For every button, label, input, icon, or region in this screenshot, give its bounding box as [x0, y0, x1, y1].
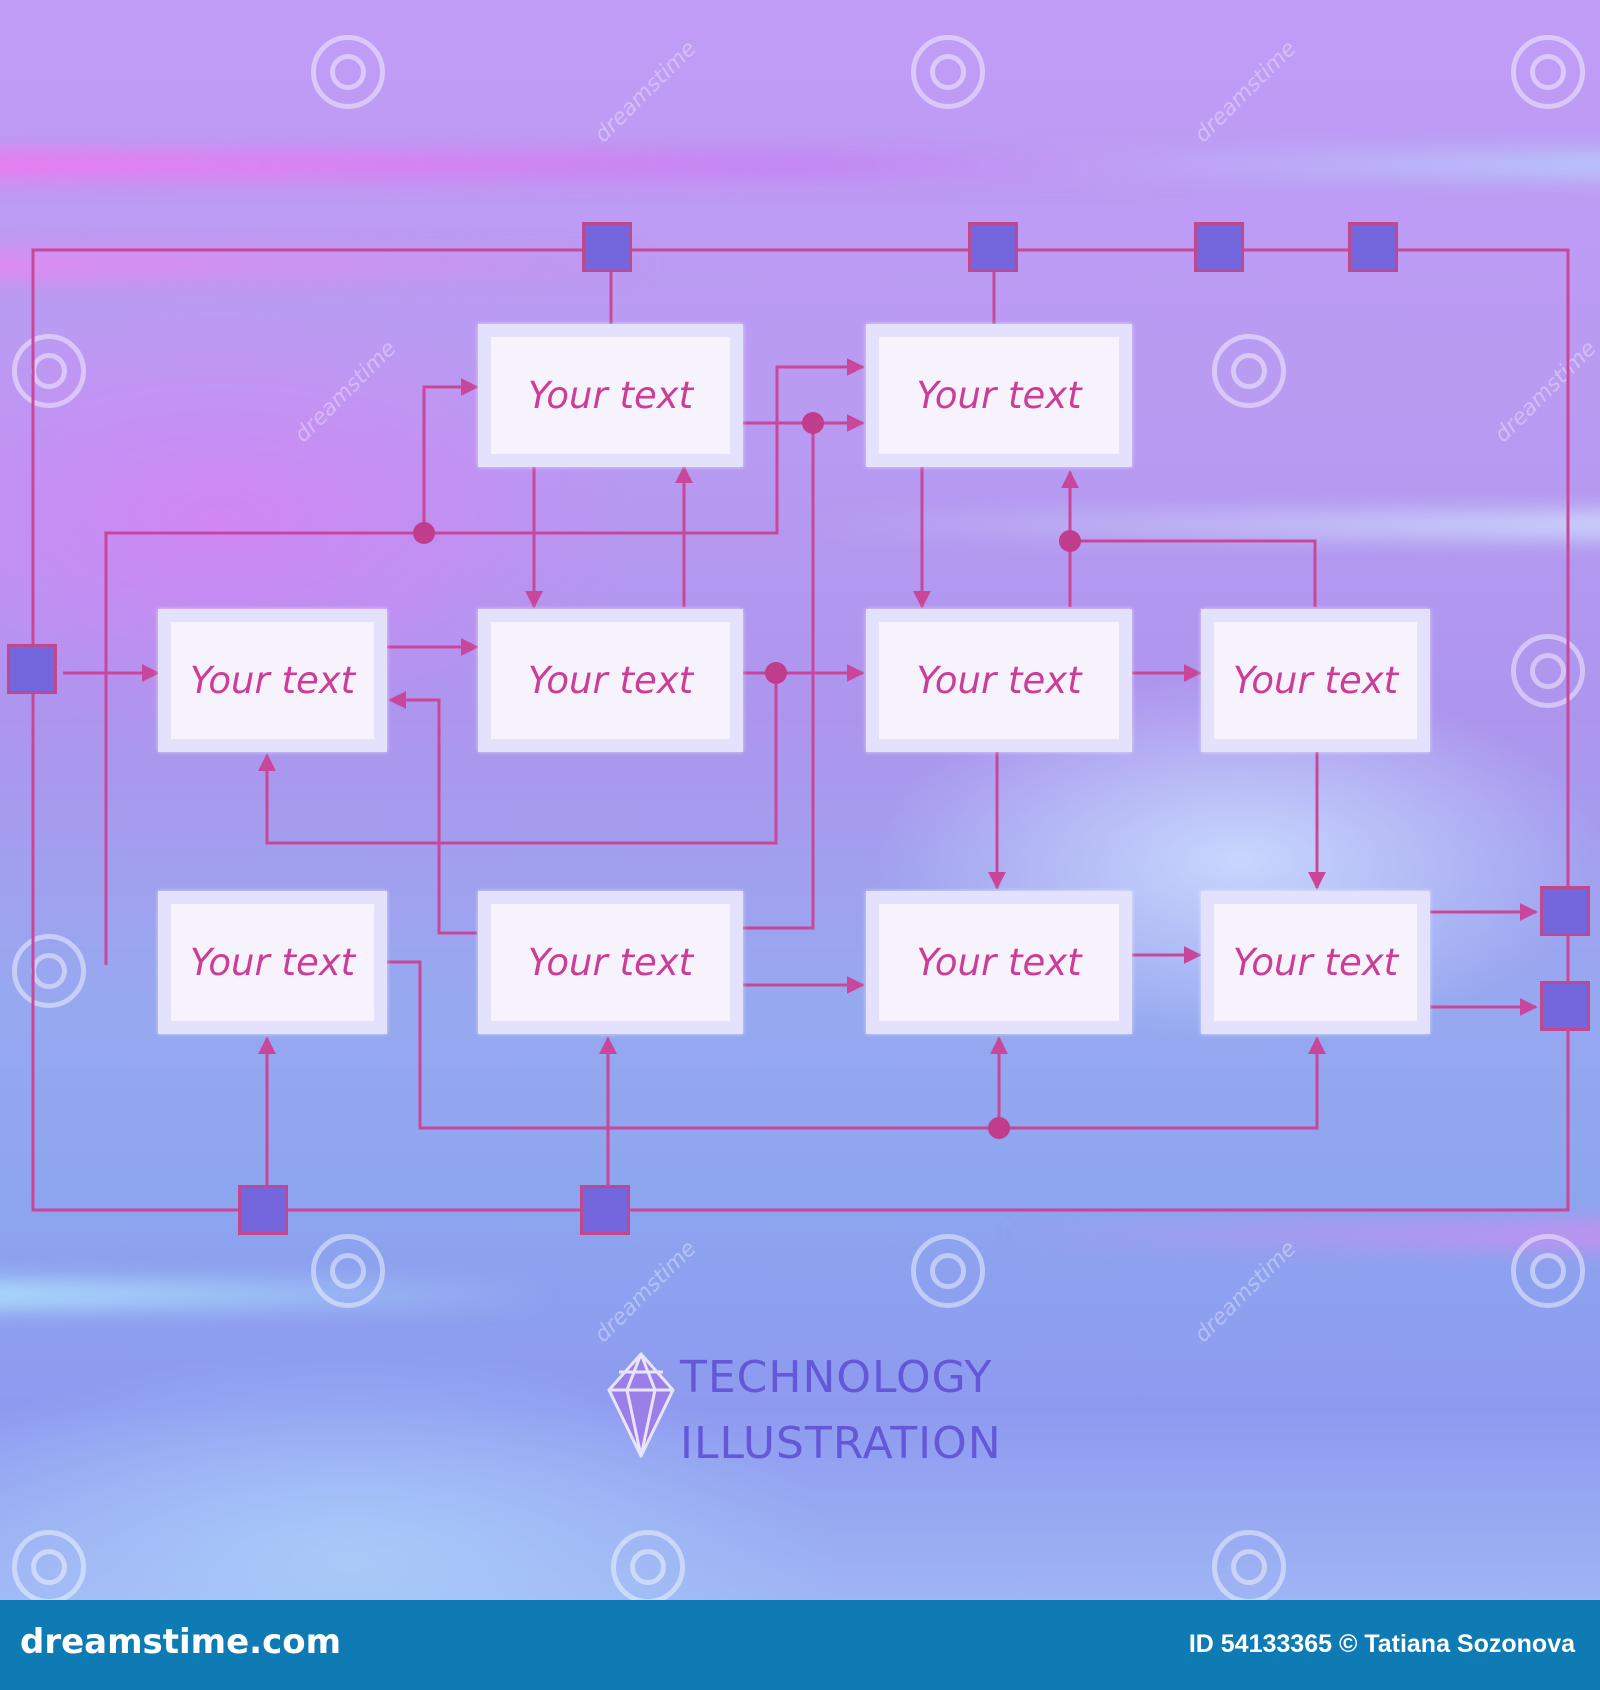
terminal-node: [1540, 981, 1590, 1031]
light-streak: [0, 150, 1600, 180]
terminal-node: [1348, 222, 1398, 272]
text-box: Your text: [478, 324, 743, 467]
connector: [104, 358, 865, 965]
junction-dot: [988, 1117, 1010, 1139]
light-streak: [1000, 1220, 1600, 1250]
text-box-label: Your text: [916, 659, 1082, 702]
watermark-spiral-icon: [911, 35, 985, 109]
watermark-spiral-icon: [1511, 634, 1585, 708]
text-box: Your text: [1201, 891, 1430, 1034]
terminal-node: [1194, 222, 1244, 272]
text-box: Your text: [1201, 609, 1430, 752]
watermark-spiral-icon: [12, 1530, 86, 1600]
terminal-node: [968, 222, 1018, 272]
connector-layer: [31, 248, 1570, 1212]
light-streak: [0, 1280, 560, 1310]
connector: [388, 691, 477, 935]
footer-site-link[interactable]: dreamstime.com: [20, 1622, 342, 1662]
outer-frame: [31, 248, 1570, 1212]
terminal-node: [582, 222, 632, 272]
connector: [422, 378, 479, 533]
watermark-spiral-icon: [911, 1234, 985, 1308]
diamond-logo-icon: [607, 1352, 675, 1458]
footer-credit: ID 54133365 © Tatiana Sozonova: [1188, 1630, 1575, 1658]
text-box: Your text: [866, 324, 1132, 467]
text-box-label: Your text: [1232, 941, 1399, 984]
terminal-node: [7, 644, 57, 694]
watermark-spiral-icon: [311, 1234, 385, 1308]
light-streak: [0, 250, 660, 280]
watermark-spiral-icon: [1511, 1234, 1585, 1308]
watermark-spiral-icon: [611, 1530, 685, 1600]
text-box-label: Your text: [527, 659, 694, 702]
watermark-spiral-icon: [1511, 35, 1585, 109]
text-box: Your text: [866, 609, 1132, 752]
text-box: Your text: [478, 609, 743, 752]
connector: [385, 960, 1326, 1130]
text-box: Your text: [866, 891, 1132, 1034]
terminal-node: [1540, 886, 1590, 936]
text-box-label: Your text: [527, 941, 694, 984]
diagram-canvas: dreamstime dreamstime dreamstime dreamst…: [0, 0, 1600, 1600]
junction-dot: [413, 522, 435, 544]
text-box: Your text: [158, 609, 387, 752]
caption-line-1: TECHNOLOGY: [680, 1352, 993, 1403]
text-box-label: Your text: [916, 374, 1082, 417]
junction-dot: [802, 412, 824, 434]
connector: [741, 423, 815, 930]
connector: [1070, 539, 1317, 607]
junction-dot: [1059, 530, 1081, 552]
terminal-node: [238, 1185, 288, 1235]
terminal-node: [580, 1185, 630, 1235]
junction-dot: [765, 662, 787, 684]
light-streak: [800, 510, 1600, 540]
text-box: Your text: [158, 891, 387, 1034]
connector: [258, 673, 778, 845]
watermark-spiral-icon: [311, 35, 385, 109]
footer-bar: dreamstime.com ID 54133365 © Tatiana Soz…: [0, 1600, 1600, 1690]
watermark-spiral-icon: [1212, 1530, 1286, 1600]
text-box-label: Your text: [1232, 659, 1399, 702]
text-box-label: Your text: [916, 941, 1082, 984]
caption-line-2: ILLUSTRATION: [680, 1418, 1002, 1469]
text-box-label: Your text: [527, 374, 694, 417]
text-box-label: Your text: [189, 659, 356, 702]
watermark-spiral-icon: [1212, 334, 1286, 408]
text-box-label: Your text: [189, 941, 356, 984]
text-box: Your text: [478, 891, 743, 1034]
